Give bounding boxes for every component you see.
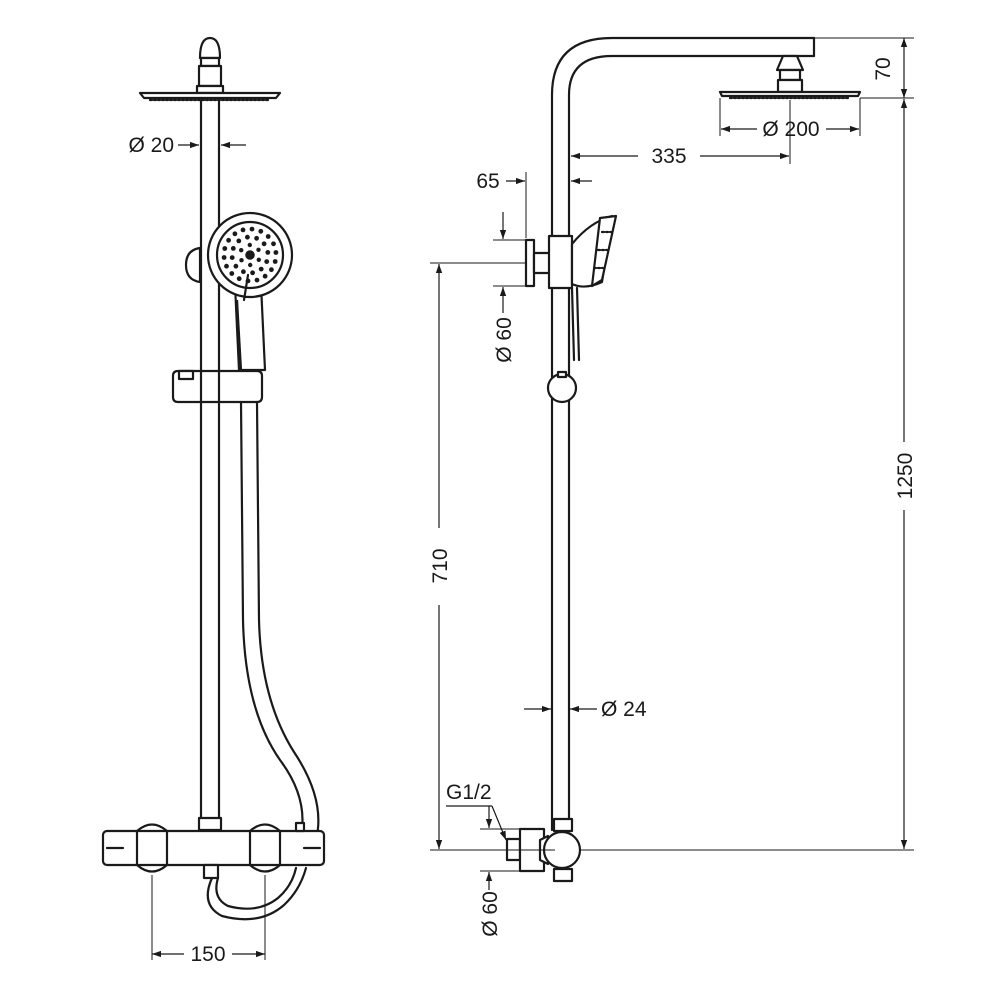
- spray-nozzle: [222, 246, 228, 251]
- label-arm-reach: 335: [651, 145, 686, 168]
- side-slide-knob: [546, 372, 578, 404]
- spray-nozzle: [258, 266, 264, 272]
- label-rail-diameter: Ø 24: [601, 698, 647, 721]
- label-inlet-height: 710: [429, 548, 452, 583]
- spray-nozzle: [230, 246, 236, 251]
- spray-nozzle: [241, 269, 246, 275]
- spray-nozzle: [265, 234, 271, 239]
- riser-connector: [197, 816, 223, 832]
- dim-inlet-height: 710: [429, 262, 555, 851]
- front-view: Ø 20 150: [101, 36, 326, 966]
- thermostatic-mixer: [101, 821, 326, 880]
- spray-nozzle: [229, 255, 235, 260]
- flexible-hose: [206, 400, 320, 921]
- spray-nozzle: [272, 259, 278, 264]
- spray-nozzle: [250, 270, 256, 276]
- spray-nozzle: [236, 276, 242, 282]
- spray-nozzle: [258, 228, 264, 234]
- upper-wall-bracket: [184, 246, 202, 284]
- spray-nozzle: [264, 259, 270, 264]
- spray-nozzle: [221, 255, 227, 260]
- side-hand-shower: [570, 214, 618, 362]
- spray-nozzle: [271, 241, 276, 247]
- dim-head-offset: 70: [814, 37, 914, 99]
- spray-nozzles: [221, 226, 279, 284]
- label-wall-offset: 65: [476, 170, 499, 193]
- label-head-diameter: Ø 200: [762, 118, 819, 141]
- dim-valve-spacing: 150: [151, 875, 266, 966]
- side-upper-bracket: [524, 234, 574, 290]
- dim-arm-reach: 335: [571, 100, 791, 168]
- dim-pipe-diameter: Ø 20: [128, 134, 246, 157]
- dim-thread: G1/2: [446, 781, 507, 841]
- spray-nozzle: [249, 226, 255, 232]
- dim-head-diameter: Ø 200: [719, 98, 861, 141]
- label-pipe-diameter: Ø 20: [128, 134, 174, 157]
- hand-shower: [206, 211, 294, 372]
- spray-nozzle: [239, 258, 244, 263]
- spray-nozzle: [248, 262, 253, 268]
- spray-nozzle: [261, 241, 267, 247]
- spray-nozzle: [273, 250, 279, 255]
- label-valve-spacing: 150: [190, 943, 225, 966]
- spray-nozzle: [265, 250, 271, 255]
- side-view: 70 Ø 200 335 65 Ø 60: [429, 36, 917, 937]
- dim-valve-diameter: Ø 60: [479, 806, 520, 937]
- spray-nozzle: [226, 237, 232, 243]
- spray-nozzle: [247, 242, 252, 248]
- side-rain-head: [718, 54, 862, 100]
- dim-total-height: 1250: [580, 99, 917, 851]
- spray-nozzle: [262, 273, 268, 279]
- spray-nozzle: [256, 257, 261, 262]
- spray-nozzle: [240, 227, 246, 233]
- label-thread: G1/2: [446, 781, 492, 804]
- dim-holder-diameter: Ø 60: [493, 212, 526, 363]
- spray-nozzle: [232, 231, 238, 237]
- label-head-offset: 70: [872, 57, 895, 80]
- spray-nozzle: [256, 247, 261, 252]
- spray-nozzle: [224, 263, 229, 269]
- label-valve-diameter: Ø 60: [479, 891, 502, 937]
- spray-nozzle: [269, 267, 274, 273]
- spray-nozzle: [254, 235, 259, 241]
- label-holder-diameter: Ø 60: [493, 317, 516, 363]
- spray-nozzle: [245, 234, 250, 240]
- spray-nozzle: [236, 238, 242, 244]
- spray-nozzle: [229, 271, 235, 276]
- spray-nozzle: [254, 277, 260, 283]
- label-total-height: 1250: [894, 453, 917, 500]
- spray-nozzle: [239, 248, 244, 253]
- rain-shower-head: [138, 36, 282, 102]
- spray-nozzle: [233, 263, 239, 269]
- dim-wall-offset: 65: [476, 170, 592, 238]
- slide-holder: [171, 369, 264, 404]
- dim-rail-diameter: Ø 24: [524, 698, 647, 721]
- side-riser-arm: [550, 36, 816, 832]
